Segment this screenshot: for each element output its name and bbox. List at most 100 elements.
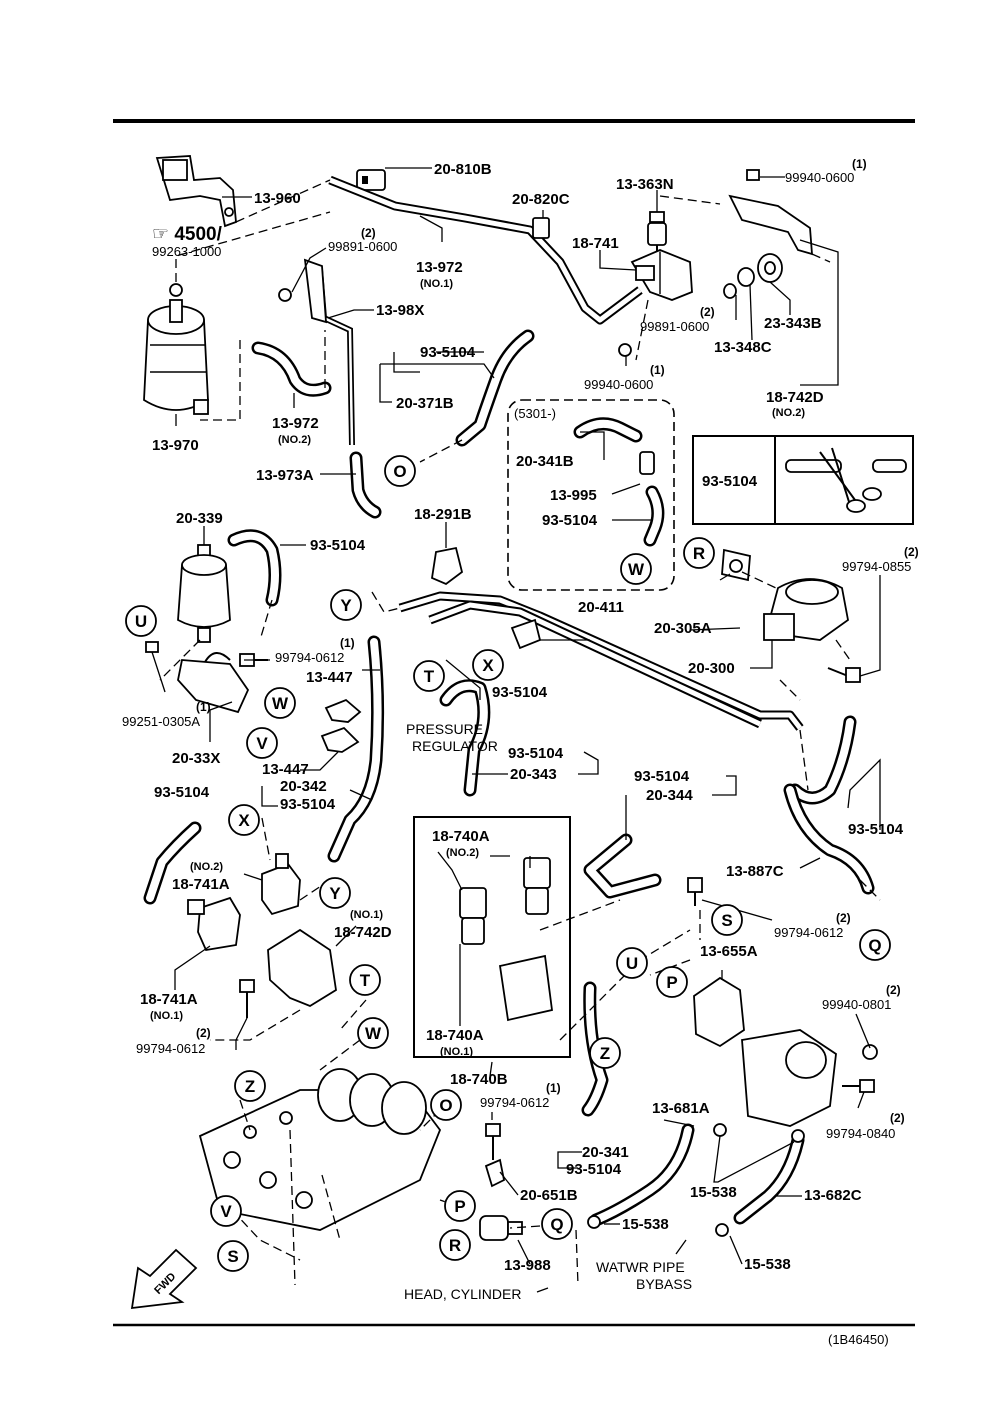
label-13-972-no1: 13-972 xyxy=(416,259,463,276)
bolt-99794-0612-lower-left xyxy=(239,979,255,1018)
hose-20-342-core xyxy=(330,638,382,860)
check-valve-13-995 xyxy=(639,451,655,475)
clip-18-291b xyxy=(431,546,464,586)
bolt-99794-0855 xyxy=(827,667,861,683)
clip-13-447-b xyxy=(320,726,360,753)
callout-u-left: U xyxy=(125,605,157,637)
callout-o-low: O xyxy=(430,1089,462,1121)
callout-s-low: S xyxy=(217,1240,249,1272)
hose-93-5104-box-core xyxy=(646,488,662,544)
label-20-343: 20-343 xyxy=(510,766,557,783)
svg-text:U: U xyxy=(135,612,147,631)
callout-r-low: R xyxy=(439,1229,471,1261)
label-13-887c: 13-887C xyxy=(726,863,784,880)
label-99794-0612-a-qty: (1) xyxy=(340,636,355,650)
label-99794-0612-b: 99794-0612 xyxy=(774,925,843,940)
label-13-970: 13-970 xyxy=(152,437,199,454)
label-99794-0612-d: 99794-0612 xyxy=(480,1095,549,1110)
svg-text:Z: Z xyxy=(245,1077,255,1096)
callout-t-low: T xyxy=(349,964,381,996)
label-18-740a-no1: 18-740A xyxy=(426,1027,484,1044)
callout-z-low: Z xyxy=(234,1070,266,1102)
canister-bracket xyxy=(155,155,237,228)
label-93-5104-b: 93-5104 xyxy=(542,512,598,529)
fuel-filter-20-339 xyxy=(177,544,231,643)
label-13-363n: 13-363N xyxy=(616,176,674,193)
bracket-20-33x xyxy=(145,641,268,714)
svg-text:U: U xyxy=(626,954,638,973)
gasket-13-655a xyxy=(693,976,745,1048)
label-99794-0612-c-qty: (2) xyxy=(196,1026,211,1040)
label-15-538-c: 15-538 xyxy=(744,1256,791,1273)
label-20-344: 20-344 xyxy=(646,787,693,804)
label-99794-0855-qty: (2) xyxy=(904,545,919,559)
svg-text:P: P xyxy=(454,1197,465,1216)
label-99794-0840-qty: (2) xyxy=(890,1111,905,1125)
label-18-742d-no1-sub: (NO.1) xyxy=(350,909,383,921)
svg-text:Y: Y xyxy=(329,884,341,903)
label-93-5104-a: 93-5104 xyxy=(420,344,476,361)
hose-20-341-core xyxy=(584,984,606,1114)
label-93-5104-e: 93-5104 xyxy=(508,745,564,762)
hose-20-344-core xyxy=(586,836,659,896)
clamp-15-538-a xyxy=(713,1123,727,1137)
label-99940-0600-mid-qty: (1) xyxy=(650,363,665,377)
label-99891-0600-right-qty: (2) xyxy=(700,305,715,319)
callout-v-left: V xyxy=(246,727,278,759)
hose-13-972-no2-core xyxy=(254,344,329,395)
callout-w-top: W xyxy=(620,553,652,585)
callout-v-low: V xyxy=(210,1195,242,1227)
label-13-348c: 13-348C xyxy=(714,339,772,356)
bolt-99794-0612-right xyxy=(687,877,703,906)
leader-lines xyxy=(151,167,881,1293)
label-93-5104-d: 93-5104 xyxy=(492,684,548,701)
label-23-343b: 23-343B xyxy=(764,315,822,332)
label-20-411: 20-411 xyxy=(578,599,624,616)
solenoid-18-741a-no1 xyxy=(187,896,241,952)
reference-part: 99263-1000 xyxy=(152,244,221,259)
callout-r-top: R xyxy=(683,537,715,569)
label-99940-0600-top-qty: (1) xyxy=(852,157,867,171)
routing-lines xyxy=(159,179,881,1286)
label-99251-0305a-qty: (1) xyxy=(196,700,211,714)
pipe-20-411 xyxy=(398,591,804,731)
label-15-538-b: 15-538 xyxy=(622,1216,669,1233)
callout-x-mid: X xyxy=(472,649,504,681)
svg-text:S: S xyxy=(721,911,732,930)
label-water-pipe-1: WATWR PIPE xyxy=(596,1259,685,1275)
label-99794-0612-b-qty: (2) xyxy=(836,911,851,925)
hose-93-5104-left-core xyxy=(146,824,199,902)
label-13-972-no2: 13-972 xyxy=(272,415,319,432)
svg-text:W: W xyxy=(365,1024,382,1043)
grommet-23-343b xyxy=(723,253,783,299)
label-99891-0600-left: 99891-0600 xyxy=(328,239,397,254)
label-18-741a-no1: 18-741A xyxy=(140,991,198,1008)
clamp-15-538-c xyxy=(715,1223,729,1237)
label-13-682c: 13-682C xyxy=(804,1187,862,1204)
label-18-740b: 18-740B xyxy=(450,1071,508,1088)
label-20-33x: 20-33X xyxy=(172,750,220,767)
hose-cutting-detail-box xyxy=(692,435,914,525)
svg-text:O: O xyxy=(393,462,406,481)
bracket-18-742d-no1 xyxy=(267,928,337,1008)
clip-20-820c xyxy=(532,217,550,239)
label-13-960: 13-960 xyxy=(254,190,301,207)
svg-text:R: R xyxy=(693,544,705,563)
label-13-447-b: 13-447 xyxy=(262,761,309,778)
label-93-5104-h: 93-5104 xyxy=(154,784,210,801)
label-99251-0305a: 99251-0305A xyxy=(122,714,200,729)
label-99940-0600-top: 99940-0600 xyxy=(785,170,854,185)
hose-93-5104-upper-core xyxy=(458,332,532,444)
intake-manifold xyxy=(198,1068,442,1231)
label-20-371b: 20-371B xyxy=(396,395,454,412)
svg-text:S: S xyxy=(227,1247,238,1266)
label-water-pipe-2: BYBASS xyxy=(636,1276,692,1292)
label-13-98x: 13-98X xyxy=(376,302,424,319)
callout-q-right: Q xyxy=(859,929,891,961)
label-99891-0600-left-qty: (2) xyxy=(361,226,376,240)
label-13-681a: 13-681A xyxy=(652,1100,710,1117)
throttle-body xyxy=(741,1029,878,1127)
svg-text:T: T xyxy=(424,667,435,686)
label-18-742d-no1: 18-742D xyxy=(334,924,392,941)
callouts: O R Y U W T X W V X Y S Q T U P W Z Z O … xyxy=(125,455,891,1272)
